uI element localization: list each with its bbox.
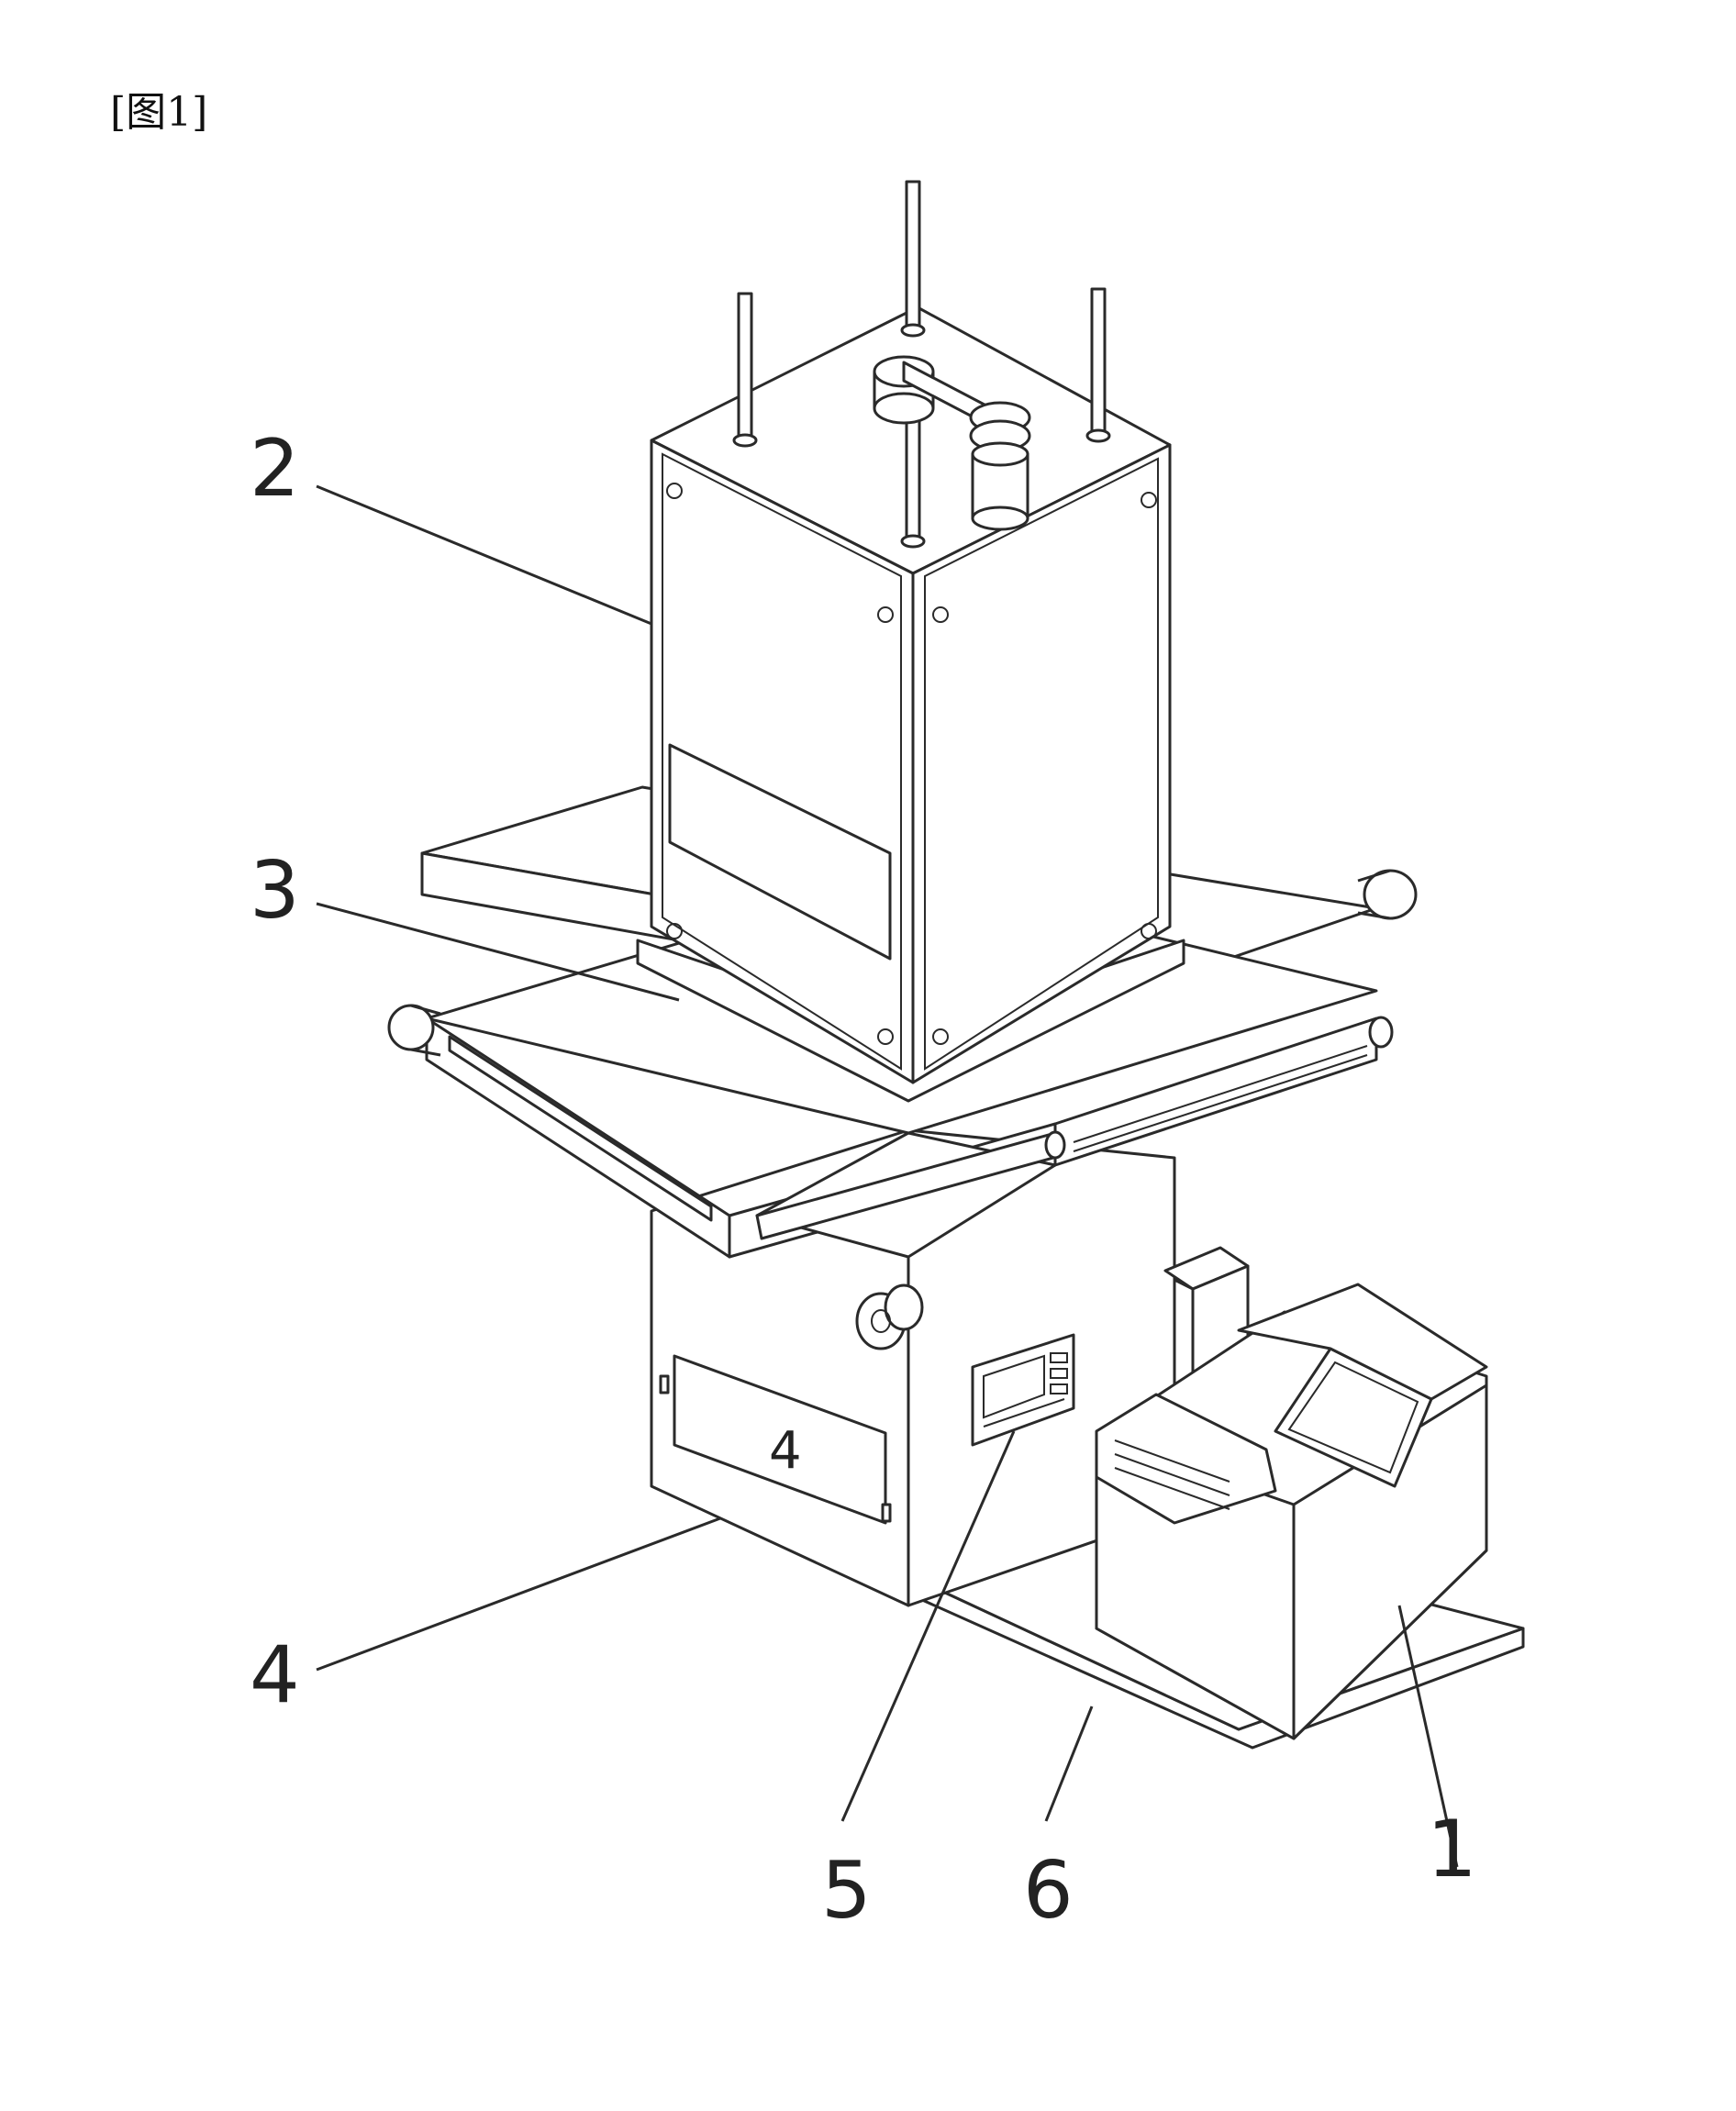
leader-lines	[316, 484, 1459, 1868]
figure-label: [图1]	[110, 89, 208, 136]
callout-6: 6	[1023, 1845, 1074, 1937]
panel-mark: 4	[769, 1421, 802, 1481]
upper-cabinet	[636, 306, 1185, 1103]
guide-rods	[732, 180, 1111, 549]
belt-drive	[873, 355, 1031, 531]
side-unit	[1095, 1246, 1488, 1740]
gear	[855, 1283, 924, 1350]
control-panel	[971, 1333, 1075, 1447]
rack	[1073, 1045, 1368, 1152]
callout-3: 3	[250, 845, 300, 937]
callout-2: 2	[250, 423, 300, 515]
cabinet-window	[668, 743, 892, 961]
callout-4: 4	[250, 1629, 300, 1721]
cabinet-panel	[673, 1354, 887, 1525]
callout-5: 5	[821, 1845, 872, 1937]
reference-numerals: 2 3 4 5 6 1	[250, 423, 1477, 1937]
callout-1: 1	[1427, 1804, 1477, 1895]
